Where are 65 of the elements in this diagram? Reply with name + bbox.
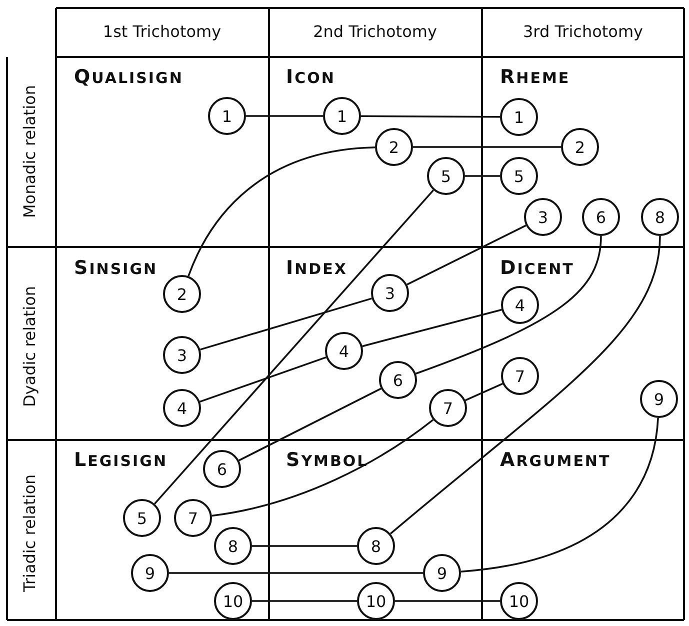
column-header: 3rd Trichotomy xyxy=(523,22,643,41)
number-circle: 9 xyxy=(423,554,461,592)
connector-line xyxy=(413,146,561,148)
number-circle: 4 xyxy=(325,332,363,370)
number-circle: 10 xyxy=(500,582,538,620)
connector-line xyxy=(238,388,382,462)
cell-title: RHEME xyxy=(500,66,570,88)
connector-line xyxy=(154,190,434,504)
connector-line xyxy=(252,545,357,547)
number-circle: 10 xyxy=(357,582,395,620)
connector-line xyxy=(362,308,502,348)
cell-title: ICON xyxy=(286,66,336,88)
cell-title: QUALISIGN xyxy=(74,66,184,88)
number-circle: 3 xyxy=(163,336,201,374)
number-circle: 5 xyxy=(427,157,465,195)
connector-line xyxy=(200,298,372,350)
connector-line xyxy=(188,146,376,276)
row-header: Dyadic relation xyxy=(20,284,39,410)
number-circle: 8 xyxy=(641,198,679,236)
number-circle: 1 xyxy=(500,98,538,136)
number-circle: 6 xyxy=(203,450,241,488)
number-circle: 7 xyxy=(174,499,212,537)
number-circle: 8 xyxy=(214,527,252,565)
cell-title: LEGISIGN xyxy=(74,449,168,471)
number-circle: 1 xyxy=(323,97,361,135)
connector-line xyxy=(169,572,423,574)
column-header: 1st Trichotomy xyxy=(102,22,222,41)
cell-title: ARGUMENT xyxy=(500,449,611,471)
cell-title: SYMBOL xyxy=(286,449,368,471)
cell-title: SINSIGN xyxy=(74,257,158,279)
row-header: Triadic relation xyxy=(20,473,39,594)
number-circle: 9 xyxy=(131,554,169,592)
connector-line xyxy=(361,115,500,118)
connector-line xyxy=(390,236,661,534)
connector-line xyxy=(200,356,326,403)
connector-line xyxy=(460,418,659,572)
number-circle: 8 xyxy=(357,527,395,565)
number-circle: 3 xyxy=(371,274,409,312)
connector-line xyxy=(416,236,602,374)
connector-line xyxy=(465,175,500,177)
connector-line xyxy=(252,600,357,602)
number-circle: 7 xyxy=(429,389,467,427)
number-circle: 5 xyxy=(123,499,161,537)
connector-line xyxy=(212,419,434,517)
connector-line xyxy=(246,115,323,117)
number-circle: 2 xyxy=(163,275,201,313)
number-circle: 9 xyxy=(640,380,678,418)
cell-title: DICENT xyxy=(500,257,574,279)
connector-line xyxy=(465,382,503,402)
number-circle: 10 xyxy=(214,582,252,620)
number-circle: 6 xyxy=(582,198,620,236)
number-circle: 2 xyxy=(561,128,599,166)
number-circle: 6 xyxy=(379,361,417,399)
connector-line xyxy=(395,600,500,602)
number-circle: 4 xyxy=(163,389,201,427)
number-circle: 2 xyxy=(375,128,413,166)
number-circle: 7 xyxy=(501,357,539,395)
number-circle: 1 xyxy=(208,97,246,135)
row-header: Monadic relation xyxy=(20,84,39,220)
number-circle: 4 xyxy=(501,286,539,324)
cell-title: INDEX xyxy=(286,257,348,279)
connector-line xyxy=(406,224,526,286)
number-circle: 3 xyxy=(524,198,562,236)
column-header: 2nd Trichotomy xyxy=(313,22,437,41)
number-circle: 5 xyxy=(500,157,538,195)
